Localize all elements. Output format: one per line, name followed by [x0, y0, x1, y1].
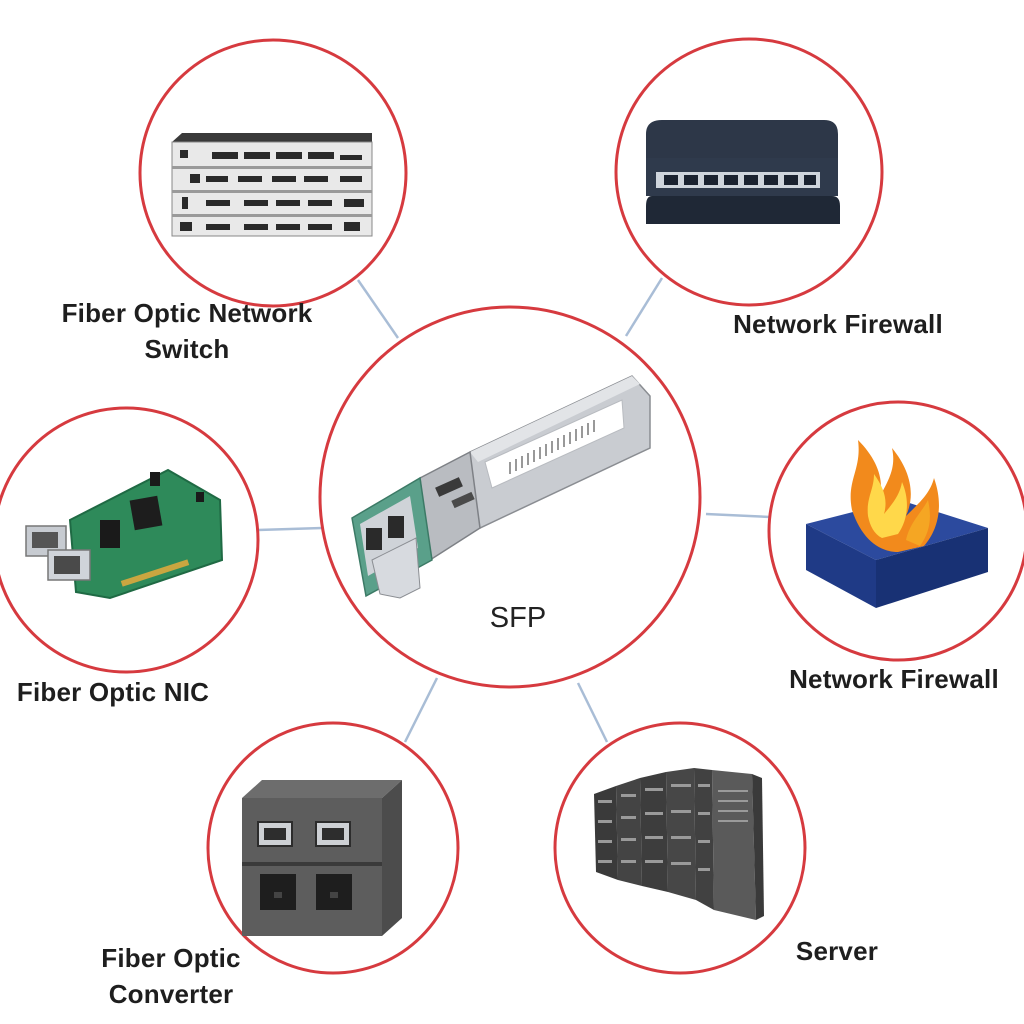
- label-firewall-flame: Network Firewall: [764, 661, 1024, 697]
- label-firewall-flame-line-1: Network Firewall: [789, 664, 999, 694]
- label-converter: Fiber Optic Converter: [66, 940, 276, 1012]
- network-switch-icon: [171, 133, 373, 237]
- connector-firewall-flame: [705, 512, 771, 519]
- label-switch-line-1: Fiber Optic Network: [61, 298, 313, 328]
- label-server-line-1: Server: [795, 936, 879, 966]
- network-card-icon: [25, 468, 224, 600]
- media-converter-icon: [242, 780, 402, 936]
- firewall-appliance-icon: [646, 120, 840, 224]
- label-nic-line-1: Fiber Optic NIC: [16, 677, 210, 707]
- label-center-sfp: SFP: [489, 602, 547, 634]
- connector-server: [576, 682, 609, 743]
- label-switch-line-2: Switch: [144, 334, 230, 364]
- label-firewall-appliance-line-1: Network Firewall: [733, 309, 943, 339]
- firewall-flame-icon: [806, 440, 988, 608]
- server-rack-icon: [594, 768, 764, 920]
- sfp-transceiver-icon: [351, 375, 651, 599]
- label-server: Server: [760, 933, 914, 969]
- connector-nic: [257, 526, 323, 532]
- connector-firewall-appliance: [624, 277, 664, 337]
- label-converter-line-2: Converter: [108, 979, 234, 1009]
- label-switch: Fiber Optic Network Switch: [37, 295, 337, 367]
- label-firewall-appliance: Network Firewall: [700, 306, 976, 342]
- connector-switch: [356, 279, 400, 339]
- connectors: [257, 277, 771, 743]
- label-nic: Fiber Optic NIC: [0, 674, 226, 710]
- connector-converter: [403, 677, 439, 743]
- label-converter-line-1: Fiber Optic: [101, 943, 241, 973]
